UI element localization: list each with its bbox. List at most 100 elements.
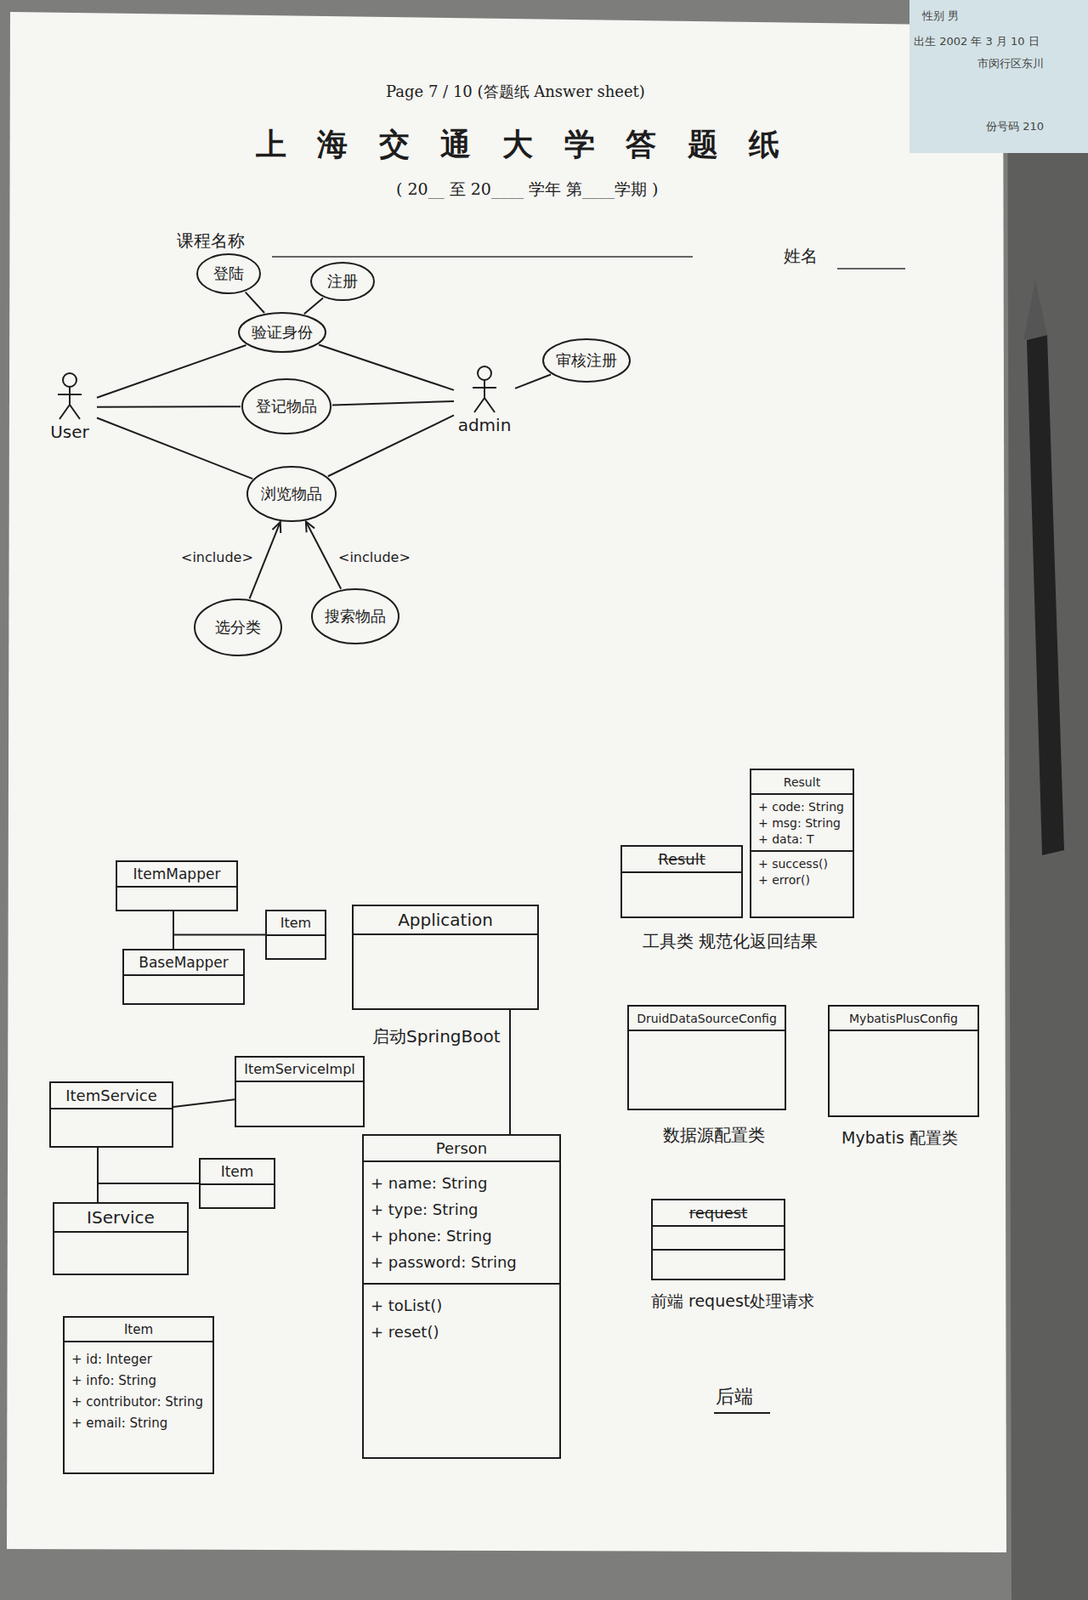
- node-text: admin: [458, 414, 512, 436]
- desk-shadow: [1007, 0, 1088, 1600]
- node-text: 搜索物品: [324, 606, 386, 627]
- node-text: DruidDataSourceConfig: [636, 1011, 777, 1026]
- actor-figure: User: [42, 372, 97, 442]
- text-row: BaseMapper: [130, 953, 237, 971]
- text-row: Application: [360, 909, 531, 930]
- connector-line: [318, 345, 454, 391]
- connector-line: [328, 414, 454, 476]
- connector: [173, 935, 266, 950]
- note-label: ( 20__ 至 20____ 学年 第____学期 ): [396, 178, 658, 201]
- ellipse-shape: [311, 589, 399, 644]
- class-compartment: ItemMapper: [117, 861, 237, 886]
- class-compartment: [622, 871, 742, 917]
- note-label: 前端 request处理请求: [651, 1290, 815, 1313]
- class-compartment: MybatisPlusConfig: [829, 1006, 978, 1030]
- connector-line: [97, 1183, 199, 1202]
- node-text: + id: Integer: [71, 1351, 153, 1367]
- class-box: MybatisPlusConfig: [827, 1004, 980, 1117]
- node-text: + toList(): [370, 1296, 442, 1315]
- node-text: User: [50, 421, 90, 442]
- class-compartment: [266, 934, 325, 958]
- ellipse-shape: [543, 339, 630, 382]
- node-text: + name: String: [370, 1173, 488, 1192]
- class-compartment: [54, 1230, 187, 1274]
- class-compartment: Result: [751, 770, 853, 794]
- connector-line: [96, 405, 241, 408]
- class-box: Person+ name: String+ type: String+ phon…: [362, 1133, 561, 1459]
- underline: [714, 1411, 771, 1414]
- node-text: IService: [86, 1207, 155, 1228]
- text-row: + contributor: String: [71, 1393, 206, 1410]
- node-text: + contributor: String: [71, 1394, 204, 1410]
- class-compartment: Person: [363, 1135, 560, 1161]
- class-box: Item: [265, 909, 327, 960]
- use-case-ellipse: 注册: [309, 260, 376, 302]
- class-compartment: [117, 885, 237, 910]
- class-compartment: [236, 1080, 363, 1126]
- actor-label-wrap: User: [42, 421, 97, 442]
- text-row: Result: [758, 773, 846, 790]
- text-row: Item: [207, 1162, 267, 1180]
- note-label: 后端: [715, 1383, 754, 1410]
- class-box: Result+ code: String+ msg: String+ data:…: [749, 768, 855, 918]
- node-text: 注册: [327, 271, 358, 292]
- node-text: Item: [124, 1321, 153, 1338]
- connector-line: [509, 1009, 511, 1134]
- actor-head: [477, 366, 492, 380]
- text-row: + msg: String: [758, 814, 846, 831]
- note-label: Mybatis 配置类: [841, 1127, 958, 1150]
- class-compartment: BaseMapper: [124, 950, 244, 975]
- stick-figure: [457, 365, 512, 415]
- class-box: ItemMapper: [115, 860, 238, 912]
- text-row: + name: String: [370, 1173, 553, 1192]
- class-compartment: + toList() + reset(): [363, 1282, 560, 1457]
- connector-line: [245, 292, 265, 313]
- class-compartment: [652, 1248, 784, 1279]
- class-box: BaseMapper: [122, 948, 245, 1005]
- id-card: [909, 0, 1088, 153]
- text-row: + id: Integer: [71, 1350, 206, 1367]
- text-row: + reset(): [370, 1322, 553, 1341]
- class-compartment: Result: [622, 846, 742, 872]
- node-text-wrap: 浏览物品: [260, 483, 323, 505]
- text-row: request: [659, 1203, 777, 1222]
- node-text: 审核注册: [555, 350, 618, 371]
- note-label: 姓名: [783, 244, 818, 268]
- text-row: + password: String: [370, 1252, 553, 1271]
- use-case-ellipse: 浏览物品: [245, 464, 338, 523]
- text-row: IService: [61, 1207, 181, 1228]
- node-text-wrap: 注册: [327, 271, 358, 292]
- node-text: + reset(): [370, 1322, 439, 1341]
- connector: [332, 401, 454, 405]
- connector-line: [515, 374, 551, 388]
- note-label: 数据源配置类: [663, 1123, 765, 1147]
- class-compartment: [652, 1224, 784, 1249]
- node-text: + password: String: [370, 1252, 517, 1271]
- note-label: 性别 男: [922, 8, 959, 24]
- note-label: 份号码 210: [986, 119, 1044, 135]
- node-text-wrap: 搜索物品: [324, 606, 386, 627]
- use-case-ellipse: 审核注册: [541, 337, 632, 384]
- class-compartment: request: [652, 1200, 784, 1225]
- node-text-wrap: 验证身份: [251, 322, 313, 343]
- connector: [96, 406, 241, 408]
- use-case-ellipse: 登陆: [195, 252, 262, 295]
- arrow-head: [306, 521, 315, 533]
- text-row: Person: [370, 1139, 553, 1157]
- ellipse-shape: [197, 254, 261, 294]
- connector-line: [173, 1099, 235, 1107]
- node-text: ItemService: [65, 1086, 158, 1105]
- connector: [328, 414, 454, 476]
- node-text: ItemMapper: [133, 865, 221, 883]
- actor-body: [57, 386, 82, 420]
- class-box: Item + id: Integer + info: String + contrib…: [62, 1315, 215, 1474]
- pen-body: [1026, 334, 1065, 856]
- node-text: request: [689, 1203, 748, 1222]
- class-box: ItemService: [49, 1081, 174, 1148]
- rule-line: [837, 267, 906, 270]
- node-text: Person: [436, 1139, 488, 1157]
- node-text: + success(): [758, 856, 828, 871]
- node-text: 登陆: [213, 263, 244, 284]
- text-row: + info: String: [71, 1371, 206, 1389]
